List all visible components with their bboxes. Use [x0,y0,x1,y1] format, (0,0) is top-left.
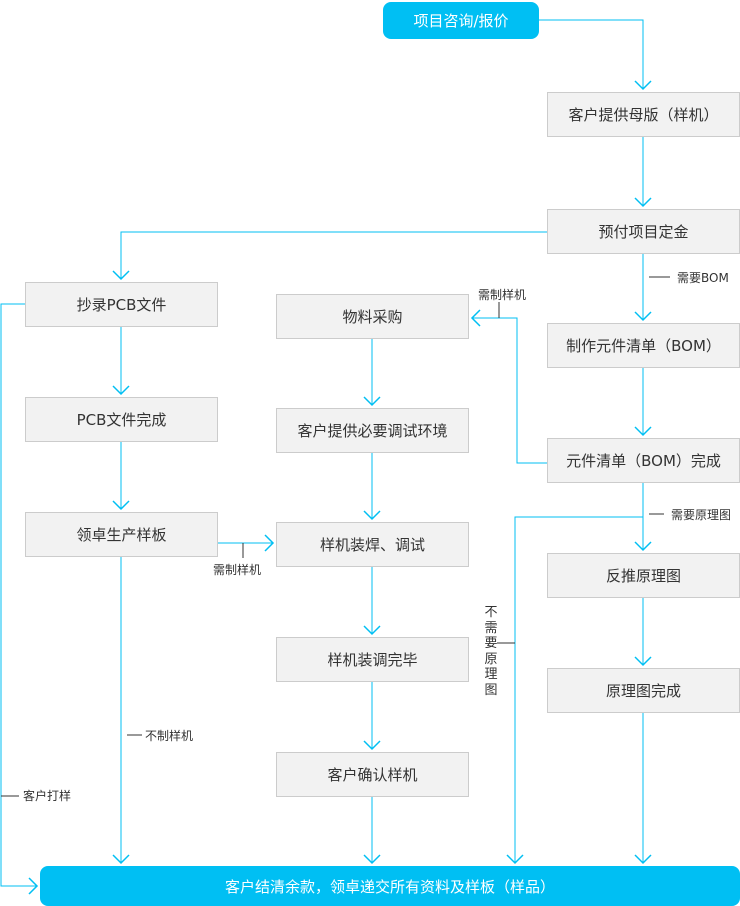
edge-customer-sample [0,303,37,887]
label-no-schematic: 不需要原理图 [484,605,498,698]
label-customer-sample: 客户打样 [23,789,72,803]
node-assemble: 样机装焊、调试 [276,522,469,567]
edge-confirm-final-arrowhead [363,854,381,865]
edge-deposit-copy-arrowhead [112,270,130,281]
edge-deposit-makebom-arrowhead [634,311,652,322]
edge-customer-sample-arrowhead [28,877,39,895]
edge-bomdone-reverse-arrowhead [634,541,652,552]
edge-reverse-schematicdone-arrowhead [634,656,652,667]
edge-produce-final-arrowhead [112,854,130,865]
edge-consult-master-arrowhead [634,80,652,91]
node-pcb-done: PCB文件完成 [25,397,218,442]
node-debug-env: 客户提供必要调试环境 [276,408,469,453]
node-make-bom: 制作元件清单（BOM） [547,323,740,368]
edge-debugenv-assemble-arrowhead [363,510,381,521]
edge-schematicdone-final-arrowhead [634,854,652,865]
node-confirm: 客户确认样机 [276,752,469,797]
node-purchase: 物料采购 [276,294,469,339]
edge-bomdone-purchase-arrowhead [470,309,481,327]
node-reverse-schematic: 反推原理图 [547,553,740,598]
node-consult: 项目咨询/报价 [383,2,539,39]
node-master-board: 客户提供母版（样机） [547,92,740,137]
label-no-sample: 不制样机 [145,729,194,743]
edge-copy-pcbdone-arrowhead [112,385,130,396]
edge-deposit-copy [120,231,547,279]
node-final: 客户结清余款，领卓递交所有资料及样板（样品） [40,866,740,906]
node-bom-done: 元件清单（BOM）完成 [547,438,740,483]
edge-assembledone-confirm-arrowhead [363,740,381,751]
node-assemble-done: 样机装调完毕 [276,637,469,682]
edge-makebom-bomdone-arrowhead [634,426,652,437]
node-deposit: 预付项目定金 [547,209,740,254]
edge-purchase-debugenv-arrowhead [363,396,381,407]
label-need-sample-top: 需制样机 [478,288,527,302]
edge-no-schematic [514,516,643,863]
label-need-bom: 需要BOM [677,271,729,285]
edge-consult-master [539,19,644,89]
node-copy-pcb: 抄录PCB文件 [25,282,218,327]
edge-bomdone-purchase [472,317,547,464]
edge-master-deposit-arrowhead [634,197,652,208]
label-need-sample-bottom: 需制样机 [213,563,262,577]
edge-pcbdone-produce-arrowhead [112,500,130,511]
node-schematic-done: 原理图完成 [547,668,740,713]
edge-assemble-assembledone-arrowhead [363,625,381,636]
label-need-schematic: 需要原理图 [671,508,732,522]
edge-produce-assemble-arrowhead [264,534,275,552]
node-produce-board: 领卓生产样板 [25,512,218,557]
edge-no-schematic-arrowhead [506,854,524,865]
